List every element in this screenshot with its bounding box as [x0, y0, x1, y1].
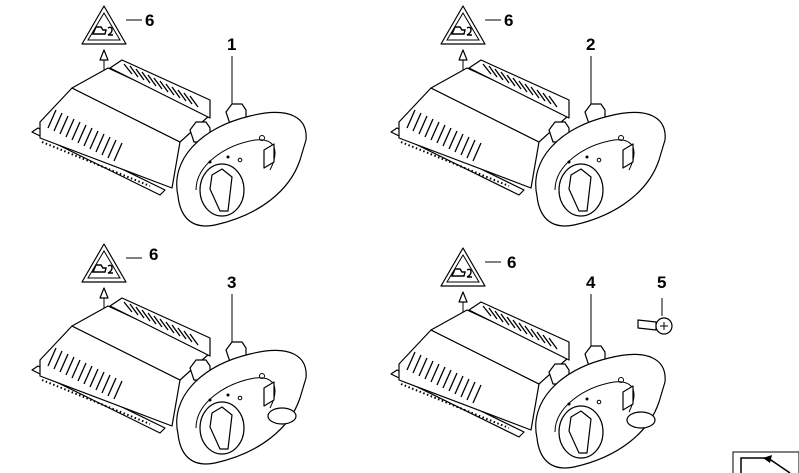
screw-icon — [637, 298, 673, 335]
assembly-4[interactable] — [390, 247, 667, 469]
navigate-arrow-icon[interactable] — [732, 451, 799, 473]
assembly-2[interactable] — [390, 5, 667, 227]
callout-3[interactable]: 3 — [227, 273, 237, 292]
light-switch-module — [390, 59, 667, 227]
light-switch-module — [31, 59, 308, 227]
light-switch-module — [390, 301, 667, 469]
callout-6[interactable]: 6 — [504, 11, 514, 30]
assembly-1[interactable] — [31, 5, 308, 227]
callout-6[interactable]: 6 — [149, 245, 159, 264]
callout-5[interactable]: 5 — [657, 273, 667, 292]
assembly-3[interactable] — [31, 243, 308, 465]
callout-2[interactable]: 2 — [586, 35, 596, 54]
callout-6[interactable]: 6 — [507, 253, 517, 272]
callout-1[interactable]: 1 — [227, 35, 237, 54]
light-switch-module — [31, 297, 308, 465]
callout-6[interactable]: 6 — [145, 11, 155, 30]
callout-4[interactable]: 4 — [586, 273, 596, 292]
